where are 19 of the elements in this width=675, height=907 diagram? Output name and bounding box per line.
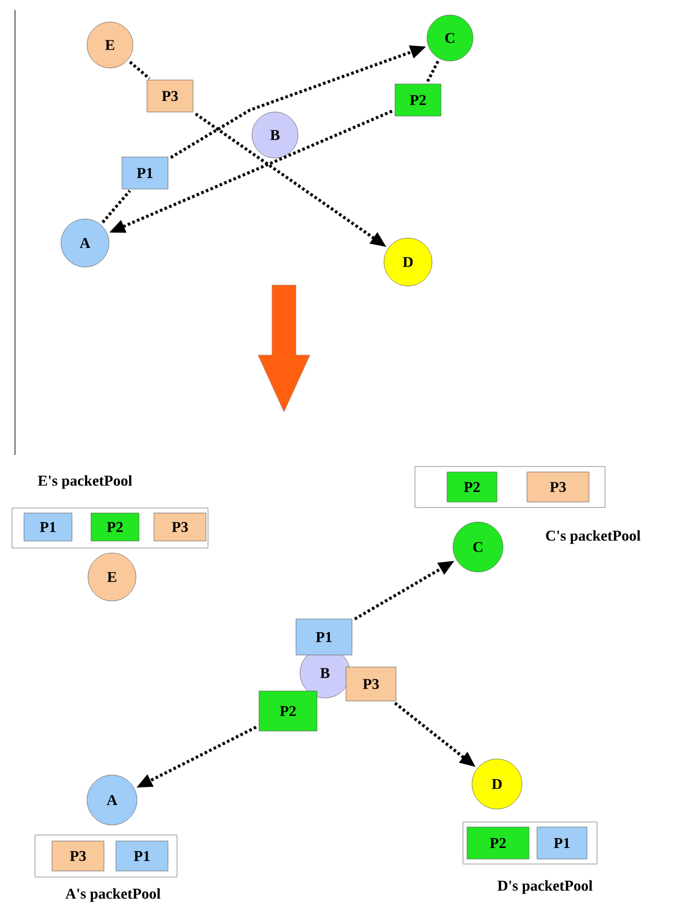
packet-box: P1 bbox=[24, 512, 72, 542]
pool-label: C's packetPool bbox=[546, 530, 640, 544]
packet-box: P2 bbox=[466, 826, 530, 860]
packet-box: P3 bbox=[154, 512, 206, 542]
pool-label: E's packetPool bbox=[38, 475, 132, 489]
packet-box: P1 bbox=[122, 156, 168, 190]
packet-box: P3 bbox=[52, 840, 104, 872]
packet-box: P1 bbox=[536, 826, 588, 860]
packet-box: P2 bbox=[90, 512, 140, 542]
packet-box: P2 bbox=[446, 472, 498, 502]
packet-box: P3 bbox=[346, 666, 396, 702]
packet-box: P2 bbox=[394, 84, 442, 116]
packet-box: P3 bbox=[146, 80, 194, 112]
packet-box: P3 bbox=[526, 472, 590, 502]
packet-box: P1 bbox=[116, 840, 168, 872]
pool-label: A's packetPool bbox=[65, 888, 160, 902]
packet-box: P1 bbox=[296, 618, 352, 656]
pool-label: D's packetPool bbox=[498, 880, 592, 894]
packet-box: P2 bbox=[258, 690, 318, 732]
